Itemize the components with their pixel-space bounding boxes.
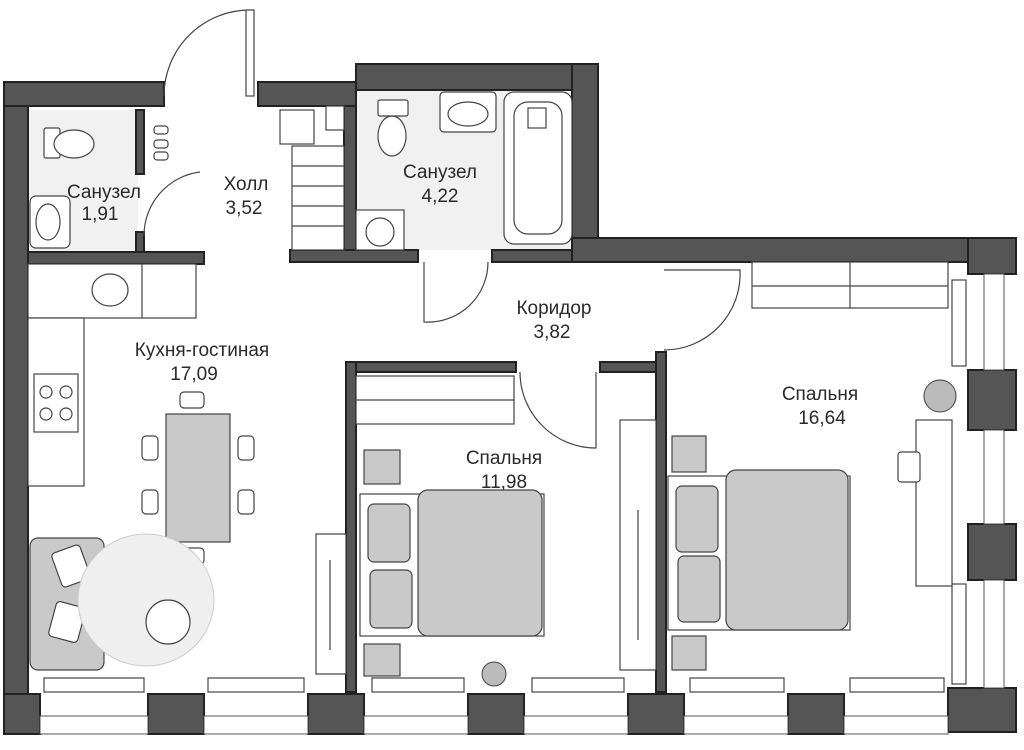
- sink-icon: [29, 195, 71, 249]
- svg-text:17,09: 17,09: [170, 364, 218, 385]
- walls: [3, 63, 1017, 735]
- plant-icon: [481, 661, 507, 687]
- radiators: [43, 279, 967, 693]
- room-label-corridor: Коридор 3,82: [516, 298, 591, 343]
- room-label-kitchen-living: Кухня-гостиная 17,09: [135, 340, 269, 385]
- nightstands-middle: [363, 449, 401, 677]
- dining-table: [141, 391, 255, 565]
- washing-machine-icon: [355, 209, 405, 251]
- toilet-icon-2: [377, 99, 409, 157]
- svg-text:16,64: 16,64: [798, 408, 846, 429]
- bed-right: [667, 469, 851, 631]
- desk-right: [897, 419, 953, 587]
- svg-text:4,22: 4,22: [422, 186, 459, 207]
- hall-cabinet: [279, 105, 345, 251]
- svg-text:Санузел: Санузел: [67, 182, 141, 203]
- room-label-bedroom-middle: Спальня 11,98: [466, 448, 542, 493]
- bathtub-icon: [503, 91, 573, 245]
- wardrobe-middle: [355, 375, 515, 425]
- svg-text:Санузел: Санузел: [403, 162, 477, 183]
- svg-text:3,52: 3,52: [226, 198, 263, 219]
- svg-text:Коридор: Коридор: [516, 298, 591, 319]
- nightstands-right: [671, 435, 707, 671]
- svg-text:Спальня: Спальня: [782, 384, 858, 405]
- shoe-rack-icon: [153, 125, 169, 161]
- toilet-icon: [43, 127, 95, 159]
- sink-icon-2: [439, 91, 497, 133]
- tv-stand-middle: [315, 533, 347, 675]
- bed-middle: [359, 489, 545, 637]
- svg-text:Спальня: Спальня: [466, 448, 542, 469]
- room-label-bathroom-large: Санузел 4,22: [403, 162, 477, 207]
- svg-text:3,82: 3,82: [534, 322, 571, 343]
- wardrobe-right: [751, 261, 949, 309]
- stove-icon: [33, 373, 79, 433]
- svg-text:Холл: Холл: [224, 174, 269, 195]
- rug: [77, 533, 215, 667]
- tv-stand-right: [619, 419, 657, 671]
- windows-bottom: [39, 715, 949, 735]
- windows-right: [983, 273, 1005, 689]
- doors: [143, 9, 741, 449]
- plant-icon-2: [923, 379, 957, 413]
- room-label-bedroom-right: Спальня 16,64: [782, 384, 858, 429]
- room-label-hall: Холл 3,52: [224, 174, 269, 219]
- svg-text:11,98: 11,98: [481, 472, 527, 493]
- svg-text:Кухня-гостиная: Кухня-гостиная: [135, 340, 269, 361]
- room-label-bathroom-small: Санузел 1,91: [67, 182, 141, 225]
- svg-text:1,91: 1,91: [82, 204, 119, 225]
